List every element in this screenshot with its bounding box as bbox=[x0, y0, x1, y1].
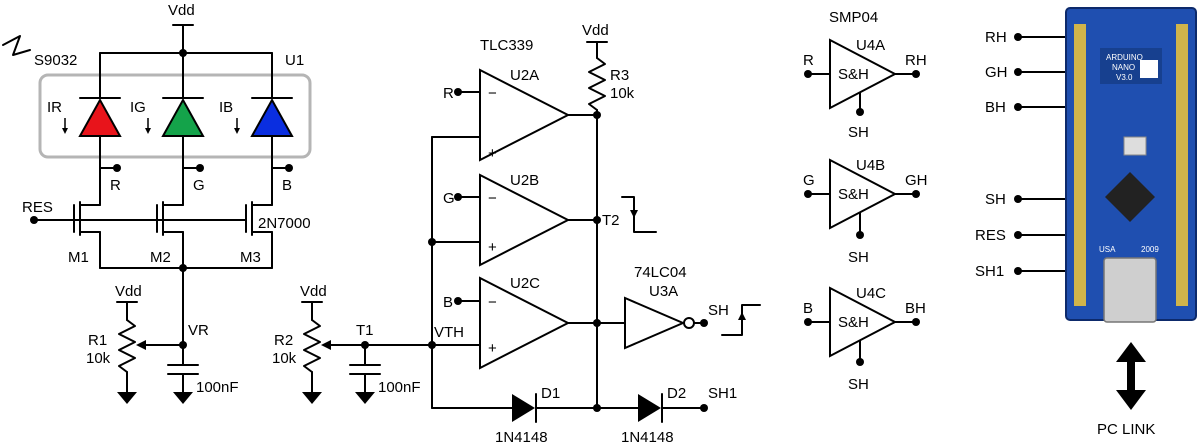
label-res: RES bbox=[22, 199, 53, 216]
label-r2-vdd: Vdd bbox=[300, 283, 327, 300]
label-ig: IG bbox=[130, 99, 146, 116]
label-r1-value: 10k bbox=[86, 350, 111, 367]
label-r-node: R bbox=[110, 177, 121, 194]
label-tlc339: TLC339 bbox=[480, 37, 533, 54]
label-t1: T1 bbox=[356, 322, 374, 339]
pc-link-arrow-icon bbox=[1116, 342, 1146, 410]
label-u2c-minus: − bbox=[488, 294, 497, 311]
label-m1: M1 bbox=[68, 249, 89, 266]
light-icon bbox=[2, 35, 31, 56]
label-g-node: G bbox=[193, 177, 205, 194]
label-m3: M3 bbox=[240, 249, 261, 266]
label-r1-vdd: Vdd bbox=[115, 283, 142, 300]
label-pc-link: PC LINK bbox=[1097, 421, 1155, 438]
label-ir: IR bbox=[47, 99, 62, 116]
nano-title-2: NANO bbox=[1112, 63, 1135, 72]
label-u2b-minus: − bbox=[488, 190, 497, 207]
label-ib: IB bbox=[219, 99, 233, 116]
label-74lc04: 74LC04 bbox=[634, 264, 687, 281]
label-u2b-plus: + bbox=[488, 239, 497, 256]
label-sh-pin: SH bbox=[985, 191, 1006, 208]
label-rh-pin: RH bbox=[985, 29, 1007, 46]
label-2n7000: 2N7000 bbox=[258, 215, 311, 232]
label-u4b-sh-pin: SH bbox=[848, 249, 869, 266]
label-u2a-in: R bbox=[443, 85, 454, 102]
label-u4a-out: RH bbox=[905, 52, 927, 69]
label-u4b-sh: S&H bbox=[838, 186, 869, 203]
label-vth: VTH bbox=[434, 324, 464, 341]
label-u4a: U4A bbox=[856, 37, 885, 54]
sensor-package bbox=[38, 73, 312, 159]
led-green-icon bbox=[161, 97, 205, 137]
label-smp04: SMP04 bbox=[829, 9, 878, 26]
label-u4c: U4C bbox=[856, 285, 886, 302]
label-u4c-sh: S&H bbox=[838, 314, 869, 331]
nano-version: V3.0 bbox=[1116, 73, 1133, 82]
label-u4b: U4B bbox=[856, 157, 885, 174]
label-u4a-sh: S&H bbox=[838, 66, 869, 83]
label-d2: D2 bbox=[667, 385, 686, 402]
label-c1: 100nF bbox=[196, 379, 239, 396]
label-b-node: B bbox=[282, 177, 292, 194]
label-sh-out: SH bbox=[708, 302, 729, 319]
label-u4c-sh-pin: SH bbox=[848, 376, 869, 393]
label-r1: R1 bbox=[88, 332, 107, 349]
label-u2a-minus: − bbox=[488, 85, 497, 102]
label-r3-vdd: Vdd bbox=[582, 22, 609, 39]
label-gh-pin: GH bbox=[985, 64, 1008, 81]
label-d1: D1 bbox=[541, 385, 560, 402]
label-u2a-plus: + bbox=[488, 145, 497, 162]
label-s9032: S9032 bbox=[34, 52, 77, 69]
label-d2-part: 1N4148 bbox=[621, 429, 674, 445]
label-u2c-in: B bbox=[443, 294, 453, 311]
label-r2-value: 10k bbox=[272, 350, 297, 367]
label-u1: U1 bbox=[285, 52, 304, 69]
label-r3: R3 bbox=[610, 67, 629, 84]
label-vr: VR bbox=[188, 322, 209, 339]
nano-year: 2009 bbox=[1141, 245, 1159, 254]
label-bh-pin: BH bbox=[985, 99, 1006, 116]
label-r3-value: 10k bbox=[610, 85, 635, 102]
label-u4c-out: BH bbox=[905, 300, 926, 317]
label-u2a: U2A bbox=[510, 67, 539, 84]
label-u2b-in: G bbox=[443, 190, 455, 207]
mcu-chip-icon bbox=[1105, 172, 1155, 222]
label-u3a: U3A bbox=[649, 283, 678, 300]
label-u2b: U2B bbox=[510, 172, 539, 189]
label-u4a-in: R bbox=[803, 52, 814, 69]
label-u4b-in: G bbox=[803, 172, 815, 189]
label-u4a-sh-pin: SH bbox=[848, 124, 869, 141]
t2-pulse-icon bbox=[621, 196, 657, 233]
label-sh1-pin: SH1 bbox=[975, 263, 1004, 280]
led-red-icon bbox=[78, 97, 122, 137]
usb-connector-icon bbox=[1103, 257, 1157, 323]
arduino-nano-board: ARDUINO NANO V3.0 USA 2009 bbox=[1065, 7, 1197, 323]
label-u4b-out: GH bbox=[905, 172, 928, 189]
label-c2: 100nF bbox=[378, 379, 421, 396]
gravitech-logo-icon bbox=[1140, 60, 1158, 78]
label-r2: R2 bbox=[274, 332, 293, 349]
nano-title-1: ARDUINO bbox=[1106, 53, 1143, 62]
nano-usa: USA bbox=[1099, 245, 1116, 254]
led-blue-icon bbox=[250, 97, 294, 137]
label-m2: M2 bbox=[150, 249, 171, 266]
label-res-pin: RES bbox=[975, 227, 1006, 244]
label-u4c-in: B bbox=[803, 300, 813, 317]
label-d1-part: 1N4148 bbox=[495, 429, 548, 445]
label-vdd-top: Vdd bbox=[168, 2, 195, 19]
label-t2: T2 bbox=[602, 212, 620, 229]
label-u2c: U2C bbox=[510, 275, 540, 292]
label-u2c-plus: + bbox=[488, 340, 497, 357]
label-sh1-out: SH1 bbox=[708, 385, 737, 402]
